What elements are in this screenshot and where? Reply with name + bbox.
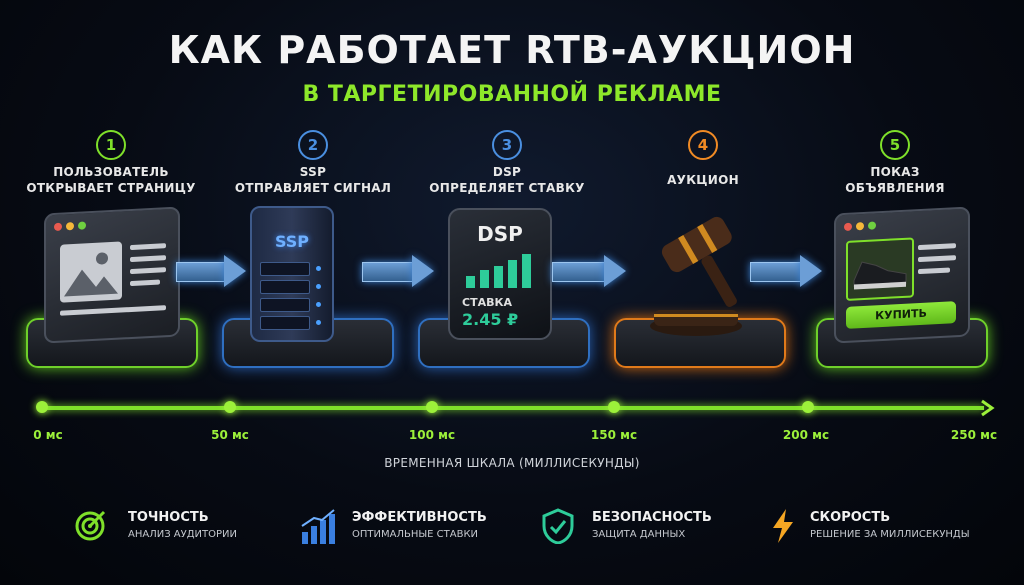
text-line [130,279,160,287]
feature-accuracy: ТОЧНОСТЬ АНАЛИЗ АУДИТОРИИ [74,506,274,546]
feature-security-sub: ЗАЩИТА ДАННЫХ [592,529,686,540]
window-dot-red [844,222,852,232]
buy-button[interactable]: КУПИТЬ [846,301,956,329]
flow-arrow-1-head [224,255,246,287]
step-1-line2: ОТКРЫВАЕТ СТРАНИЦУ [26,181,196,195]
product-image [846,237,914,301]
feature-security: БЕЗОПАСНОСТЬ ЗАЩИТА ДАННЫХ [542,506,732,546]
flow-arrow-4-head [800,255,822,287]
timeline-dot-0 [36,401,48,413]
ssp-label: SSP [274,232,310,251]
bar-chart-icon [301,509,335,544]
feature-accuracy-sub: АНАЛИЗ АУДИТОРИИ [128,529,237,540]
gavel-icon [650,216,742,336]
text-line [130,267,166,275]
step-2-line1: SSP [299,165,327,179]
feature-efficiency: ЭФФЕКТИВНОСТЬ ОПТИМАЛЬНЫЕ СТАВКИ [300,506,510,546]
timeline-caption: ВРЕМЕННАЯ ШКАЛА (МИЛЛИСЕКУНДЫ) [384,456,640,470]
timeline-dot-150 [608,401,620,413]
mountain-image-icon [64,252,118,297]
text-line [918,255,956,263]
step-3-line1: DSP [492,165,522,179]
step-label-1: ПОЛЬЗОВАТЕЛЬ ОТКРЫВАЕТ СТРАНИЦУ [26,164,196,196]
window-dot-green [78,221,86,230]
flow-arrow-2 [362,262,414,282]
lightning-icon [773,509,793,543]
timeline-tick-150: 150 мс [590,428,638,442]
timeline-tick-50: 50 мс [211,428,249,442]
timeline-tick-200: 200 мс [782,428,830,442]
server-slot [260,316,321,330]
text-line [918,243,956,251]
dsp-label: DSP [477,222,523,246]
text-line [918,267,950,275]
timeline-tick-250: 250 мс [950,428,998,442]
bid-value: 2.45 ₽ [462,310,519,329]
flow-arrow-3-head [604,255,626,287]
step-label-4: АУКЦИОН [618,172,788,188]
step-label-3: DSP ОПРЕДЕЛЯЕТ СТАВКУ [422,164,592,196]
timeline-tick-0: 0 мс [33,428,63,442]
image-placeholder-icon [60,241,122,303]
feature-efficiency-sub: ОПТИМАЛЬНЫЕ СТАВКИ [352,529,479,540]
feature-speed-title: СКОРОСТЬ [810,510,891,525]
step-number-4: 4 [688,130,718,160]
flow-arrow-3 [552,262,606,282]
timeline-dot-100 [426,401,438,413]
server-slot [260,298,321,312]
step-label-5: ПОКАЗ ОБЪЯВЛЕНИЯ [810,164,980,196]
timeline-line [40,406,984,410]
window-dot-green [868,221,876,230]
server-slot [260,262,321,276]
step-3-line2: ОПРЕДЕЛЯЕТ СТАВКУ [429,181,585,195]
window-dot-yellow [856,221,864,231]
page-subtitle: В ТАРГЕТИРОВАННОЙ РЕКЛАМЕ [302,82,722,107]
window-dot-red [54,222,62,232]
feature-speed: СКОРОСТЬ РЕШЕНИЕ ЗА МИЛЛИСЕКУНДЫ [770,506,970,546]
timeline-dot-200 [802,401,814,413]
timeline-dot-50 [224,401,236,413]
text-line [130,255,166,263]
step-number-5: 5 [880,130,910,160]
server-slot [260,280,321,294]
browser-window-icon [44,206,180,344]
bid-bars-icon [466,254,531,288]
step-2-line2: ОТПРАВЛЯЕТ СИГНАЛ [234,181,392,195]
sneaker-icon [853,261,907,290]
feature-speed-sub: РЕШЕНИЕ ЗА МИЛЛИСЕКУНДЫ [810,529,970,540]
target-icon [75,510,106,541]
timeline-arrow-icon [981,399,995,417]
step-number-3: 3 [492,130,522,160]
text-line [60,305,166,316]
step-4-line1: АУКЦИОН [667,173,739,187]
step-5-line2: ОБЪЯВЛЕНИЯ [845,181,945,195]
bid-label: СТАВКА [462,296,512,309]
flow-arrow-1 [176,262,226,282]
feature-security-title: БЕЗОПАСНОСТЬ [592,510,712,525]
flow-arrow-4 [750,262,802,282]
shield-check-icon [542,508,574,544]
step-5-line1: ПОКАЗ [870,165,920,179]
feature-efficiency-title: ЭФФЕКТИВНОСТЬ [352,510,487,525]
step-number-1: 1 [96,130,126,160]
step-1-line1: ПОЛЬЗОВАТЕЛЬ [53,165,169,179]
window-dot-yellow [66,221,74,231]
page-title: КАК РАБОТАЕТ RTB-АУКЦИОН [168,28,856,72]
feature-accuracy-title: ТОЧНОСТЬ [128,510,209,525]
flow-arrow-2-head [412,255,434,287]
step-label-2: SSP ОТПРАВЛЯЕТ СИГНАЛ [228,164,398,196]
text-line [130,243,166,251]
step-number-2: 2 [298,130,328,160]
timeline-tick-100: 100 мс [408,428,456,442]
ssp-server-icon: SSP [250,206,334,342]
ad-window-icon: КУПИТЬ [834,206,970,344]
dsp-screen-icon: DSP СТАВКА 2.45 ₽ [448,208,552,340]
